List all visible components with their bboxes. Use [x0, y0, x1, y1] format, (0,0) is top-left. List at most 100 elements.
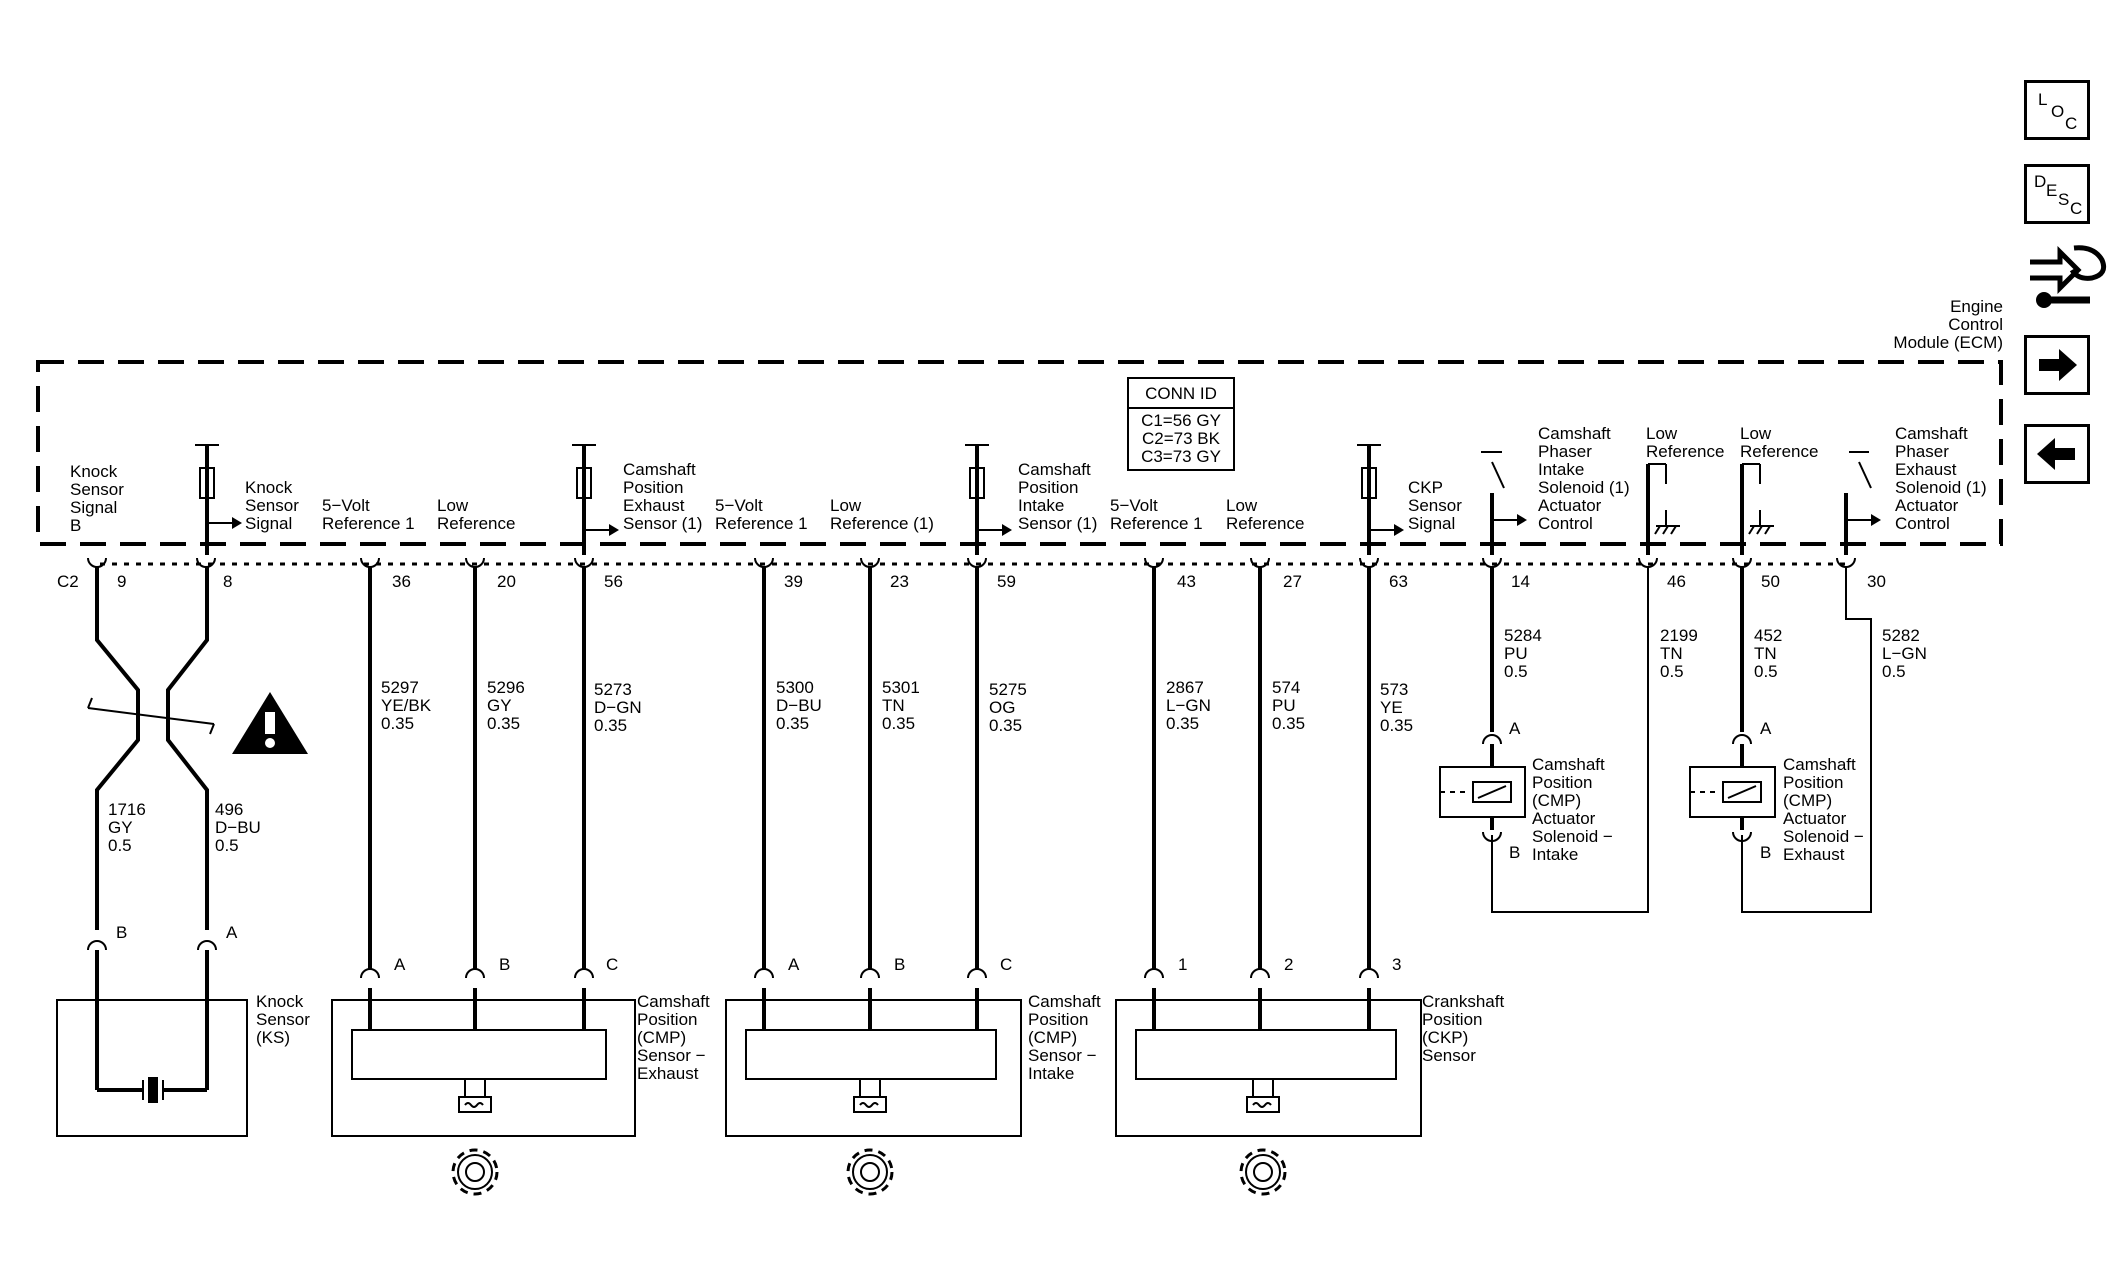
svg-text:Reference 1: Reference 1 [715, 514, 808, 533]
svg-text:TN: TN [882, 696, 905, 715]
next-page-button[interactable] [2024, 335, 2090, 395]
svg-text:Sensor −: Sensor − [1028, 1046, 1097, 1065]
location-button[interactable]: L O C [2024, 80, 2090, 140]
svg-text:GY: GY [487, 696, 512, 715]
location-letter-l: L [2038, 90, 2048, 109]
arrow-right-icon [2039, 349, 2077, 381]
svg-text:27: 27 [1283, 572, 1302, 591]
svg-text:TN: TN [1660, 644, 1683, 663]
svg-text:0.35: 0.35 [1272, 714, 1305, 733]
svg-text:Camshaft: Camshaft [623, 460, 696, 479]
svg-text:0.35: 0.35 [594, 716, 627, 735]
svg-text:5300: 5300 [776, 678, 814, 697]
svg-text:Low: Low [1740, 424, 1772, 443]
label-phaser-intake-control: Camshaft Phaser Intake Solenoid (1) Actu… [1538, 424, 1630, 533]
svg-text:Position: Position [623, 478, 683, 497]
svg-text:Sensor: Sensor [256, 1010, 310, 1029]
svg-text:CONN ID: CONN ID [1145, 384, 1217, 403]
svg-text:Phaser: Phaser [1895, 442, 1949, 461]
svg-text:8: 8 [223, 572, 232, 591]
svg-text:0.35: 0.35 [882, 714, 915, 733]
svg-text:C3=73 GY: C3=73 GY [1141, 447, 1221, 466]
svg-text:C: C [1000, 955, 1012, 974]
pullup-circuits [195, 444, 1404, 555]
svg-text:5282: 5282 [1882, 626, 1920, 645]
svg-text:5284: 5284 [1504, 626, 1542, 645]
svg-text:(CMP): (CMP) [1532, 791, 1581, 810]
arrow-left-icon [2037, 438, 2075, 470]
svg-text:L−GN: L−GN [1166, 696, 1211, 715]
conn-id-box: CONN ID C1=56 GY C2=73 BK C3=73 GY [1127, 377, 1235, 471]
wire-label-5284: 5284 PU 0.5 [1504, 626, 1542, 681]
label-5v-ref-43: 5−Volt Reference 1 [1110, 496, 1203, 533]
svg-text:Intake: Intake [1018, 496, 1064, 515]
knock-sensor-label: Knock Sensor (KS) [256, 992, 310, 1047]
svg-text:0.5: 0.5 [108, 836, 132, 855]
previous-page-button[interactable] [2024, 424, 2090, 484]
svg-text:Control: Control [1895, 514, 1950, 533]
description-letter-s: S [2058, 190, 2070, 209]
label-low-ref-46: Low Reference [1646, 424, 1724, 461]
label-5v-ref-39: 5−Volt Reference 1 [715, 496, 808, 533]
svg-text:0.35: 0.35 [1380, 716, 1413, 735]
svg-text:D−GN: D−GN [594, 698, 642, 717]
svg-text:Signal: Signal [1408, 514, 1455, 533]
svg-text:Sensor: Sensor [1408, 496, 1462, 515]
svg-text:63: 63 [1389, 572, 1408, 591]
svg-text:Module (ECM): Module (ECM) [1893, 333, 2003, 352]
svg-text:(CMP): (CMP) [637, 1028, 686, 1047]
svg-text:Low: Low [830, 496, 862, 515]
svg-text:Reference: Reference [1646, 442, 1724, 461]
svg-text:Reference 1: Reference 1 [322, 514, 415, 533]
solenoid-exhaust-label: Camshaft Position (CMP) Actuator Solenoi… [1783, 755, 1864, 864]
svg-text:(CMP): (CMP) [1028, 1028, 1077, 1047]
ckp-sensor [1115, 988, 1422, 1137]
wire-label-5282: 5282 L−GN 0.5 [1882, 626, 1927, 681]
solenoid-exhaust: A B [1689, 719, 1776, 862]
svg-text:573: 573 [1380, 680, 1408, 699]
label-knock-signal: Knock Sensor Signal [245, 478, 299, 533]
svg-text:Control: Control [1948, 315, 2003, 334]
connector-c2-label: C2 [57, 572, 79, 591]
svg-text:Sensor: Sensor [1422, 1046, 1476, 1065]
svg-text:Reference: Reference [1740, 442, 1818, 461]
actuator-wires [1490, 567, 1872, 913]
svg-text:30: 30 [1867, 572, 1886, 591]
svg-text:Position: Position [637, 1010, 697, 1029]
svg-text:Actuator: Actuator [1783, 809, 1847, 828]
svg-text:Signal: Signal [70, 498, 117, 517]
svg-text:A: A [788, 955, 800, 974]
svg-text:C1=56 GY: C1=56 GY [1141, 411, 1221, 430]
svg-text:Signal: Signal [245, 514, 292, 533]
solenoid-intake: A B [1439, 719, 1526, 862]
svg-text:2199: 2199 [1660, 626, 1698, 645]
svg-text:5−Volt: 5−Volt [322, 496, 370, 515]
wire-label-5275: 5275 OG 0.35 [989, 680, 1027, 735]
schematic-link-icon[interactable] [2030, 245, 2107, 308]
description-button[interactable]: D E S C [2024, 164, 2090, 224]
wire-label-574: 574 PU 0.35 [1272, 678, 1305, 733]
svg-text:2: 2 [1284, 955, 1293, 974]
svg-text:A: A [226, 923, 238, 942]
svg-text:(CKP): (CKP) [1422, 1028, 1468, 1047]
svg-text:5−Volt: 5−Volt [1110, 496, 1158, 515]
description-letter-c: C [2070, 199, 2083, 218]
svg-text:2867: 2867 [1166, 678, 1204, 697]
svg-text:46: 46 [1667, 572, 1686, 591]
svg-text:D−BU: D−BU [215, 818, 261, 837]
label-5v-ref-36: 5−Volt Reference 1 [322, 496, 415, 533]
svg-text:Sensor −: Sensor − [637, 1046, 706, 1065]
location-letter-o: O [2051, 102, 2065, 121]
svg-text:Crankshaft: Crankshaft [1422, 992, 1504, 1011]
wire-label-5296: 5296 GY 0.35 [487, 678, 525, 733]
svg-text:YE/BK: YE/BK [381, 696, 432, 715]
sensor-wires [368, 567, 1371, 970]
svg-text:5−Volt: 5−Volt [715, 496, 763, 515]
svg-text:Camshaft: Camshaft [1895, 424, 1968, 443]
svg-text:Position: Position [1532, 773, 1592, 792]
wire-label-1716: 1716 GY 0.5 [108, 800, 146, 855]
svg-text:0.35: 0.35 [1166, 714, 1199, 733]
svg-text:B: B [1509, 843, 1520, 862]
wire-label-496: 496 D−BU 0.5 [215, 800, 261, 855]
